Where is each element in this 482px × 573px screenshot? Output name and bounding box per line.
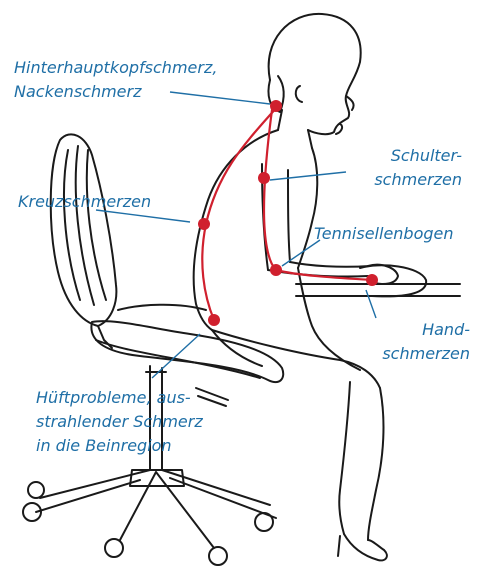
woman-figure (194, 14, 398, 560)
shoe (338, 534, 387, 560)
pain-paths (202, 106, 372, 320)
chair-wheel-4 (255, 513, 273, 531)
label-hip-line-1: Hüftprobleme, aus- (36, 386, 203, 410)
label-hand-line-2: schmerzen (360, 342, 470, 366)
face-profile (336, 96, 354, 134)
label-occipital-headache: Hinterhauptkopfschmerz, Nackenschmerz (14, 56, 217, 104)
forearm (268, 262, 370, 277)
pain-point-shoulder (258, 172, 270, 184)
pain-point-elbow (270, 264, 282, 276)
spine-pain-path (202, 106, 278, 320)
label-hand-pain: Hand- schmerzen (360, 318, 470, 366)
label-shoulder-line-2: schmerzen (338, 168, 462, 192)
head-hair (269, 14, 361, 134)
chair-backrest-seam-2 (76, 146, 94, 305)
chair-seat (91, 321, 283, 382)
lower-leg-back (339, 382, 350, 534)
pain-point-hand (366, 274, 378, 286)
label-occipital-line-2: Nackenschmerz (14, 80, 217, 104)
chair-backrest (51, 134, 117, 326)
chair-wheel-5 (28, 482, 44, 498)
neck (278, 110, 312, 148)
label-lower-back-pain: Kreuzschmerzen (18, 190, 151, 214)
pain-point-neck (270, 100, 282, 112)
lower-leg-front (368, 388, 383, 540)
chair-base (36, 470, 276, 548)
thigh (212, 330, 380, 388)
ear (296, 86, 302, 102)
label-shoulder-line-1: Schulter- (338, 144, 462, 168)
chair-seat-edge (96, 340, 260, 378)
leader-hand (366, 290, 376, 318)
chair-wheel-2 (105, 539, 123, 557)
pain-point-lower-back (198, 218, 210, 230)
label-hand-line-1: Hand- (360, 318, 470, 342)
label-shoulder-pain: Schulter- schmerzen (338, 144, 462, 192)
chest-line (298, 148, 317, 268)
label-lower-back-line-1: Kreuzschmerzen (18, 190, 151, 214)
chair-wheel-3 (209, 547, 227, 565)
chair-armrest (118, 305, 206, 310)
label-hip-problems: Hüftprobleme, aus- strahlender Schmerz i… (36, 386, 203, 458)
arm-pain-path (264, 110, 372, 280)
label-occipital-line-1: Hinterhauptkopfschmerz, (14, 56, 217, 80)
label-tennis-elbow: Tennisellenbogen (314, 222, 454, 246)
label-hip-line-3: in die Beinregion (36, 434, 203, 458)
label-tennis-elbow-line-1: Tennisellenbogen (314, 222, 454, 246)
label-hip-line-2: strahlender Schmerz (36, 410, 203, 434)
desk-top (296, 284, 460, 296)
desk (296, 265, 460, 296)
pain-point-hip (208, 314, 220, 326)
leader-shoulder (270, 172, 346, 180)
